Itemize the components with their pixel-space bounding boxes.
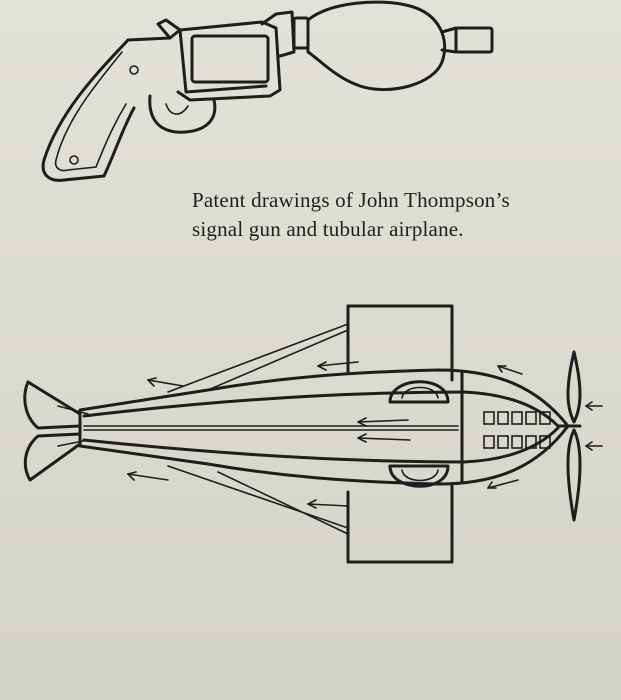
- caption-line-2: signal gun and tubular airplane.: [192, 217, 464, 241]
- airflow-arrows: [57, 361, 603, 509]
- engine-cylinders: [483, 411, 551, 449]
- tubular-airplane-drawing: [23, 304, 603, 564]
- figure-caption: Patent drawings of John Thompson’s signa…: [192, 186, 612, 244]
- caption-line-1: Patent drawings of John Thompson’s: [192, 188, 510, 212]
- signal-gun-drawing: [41, 0, 494, 182]
